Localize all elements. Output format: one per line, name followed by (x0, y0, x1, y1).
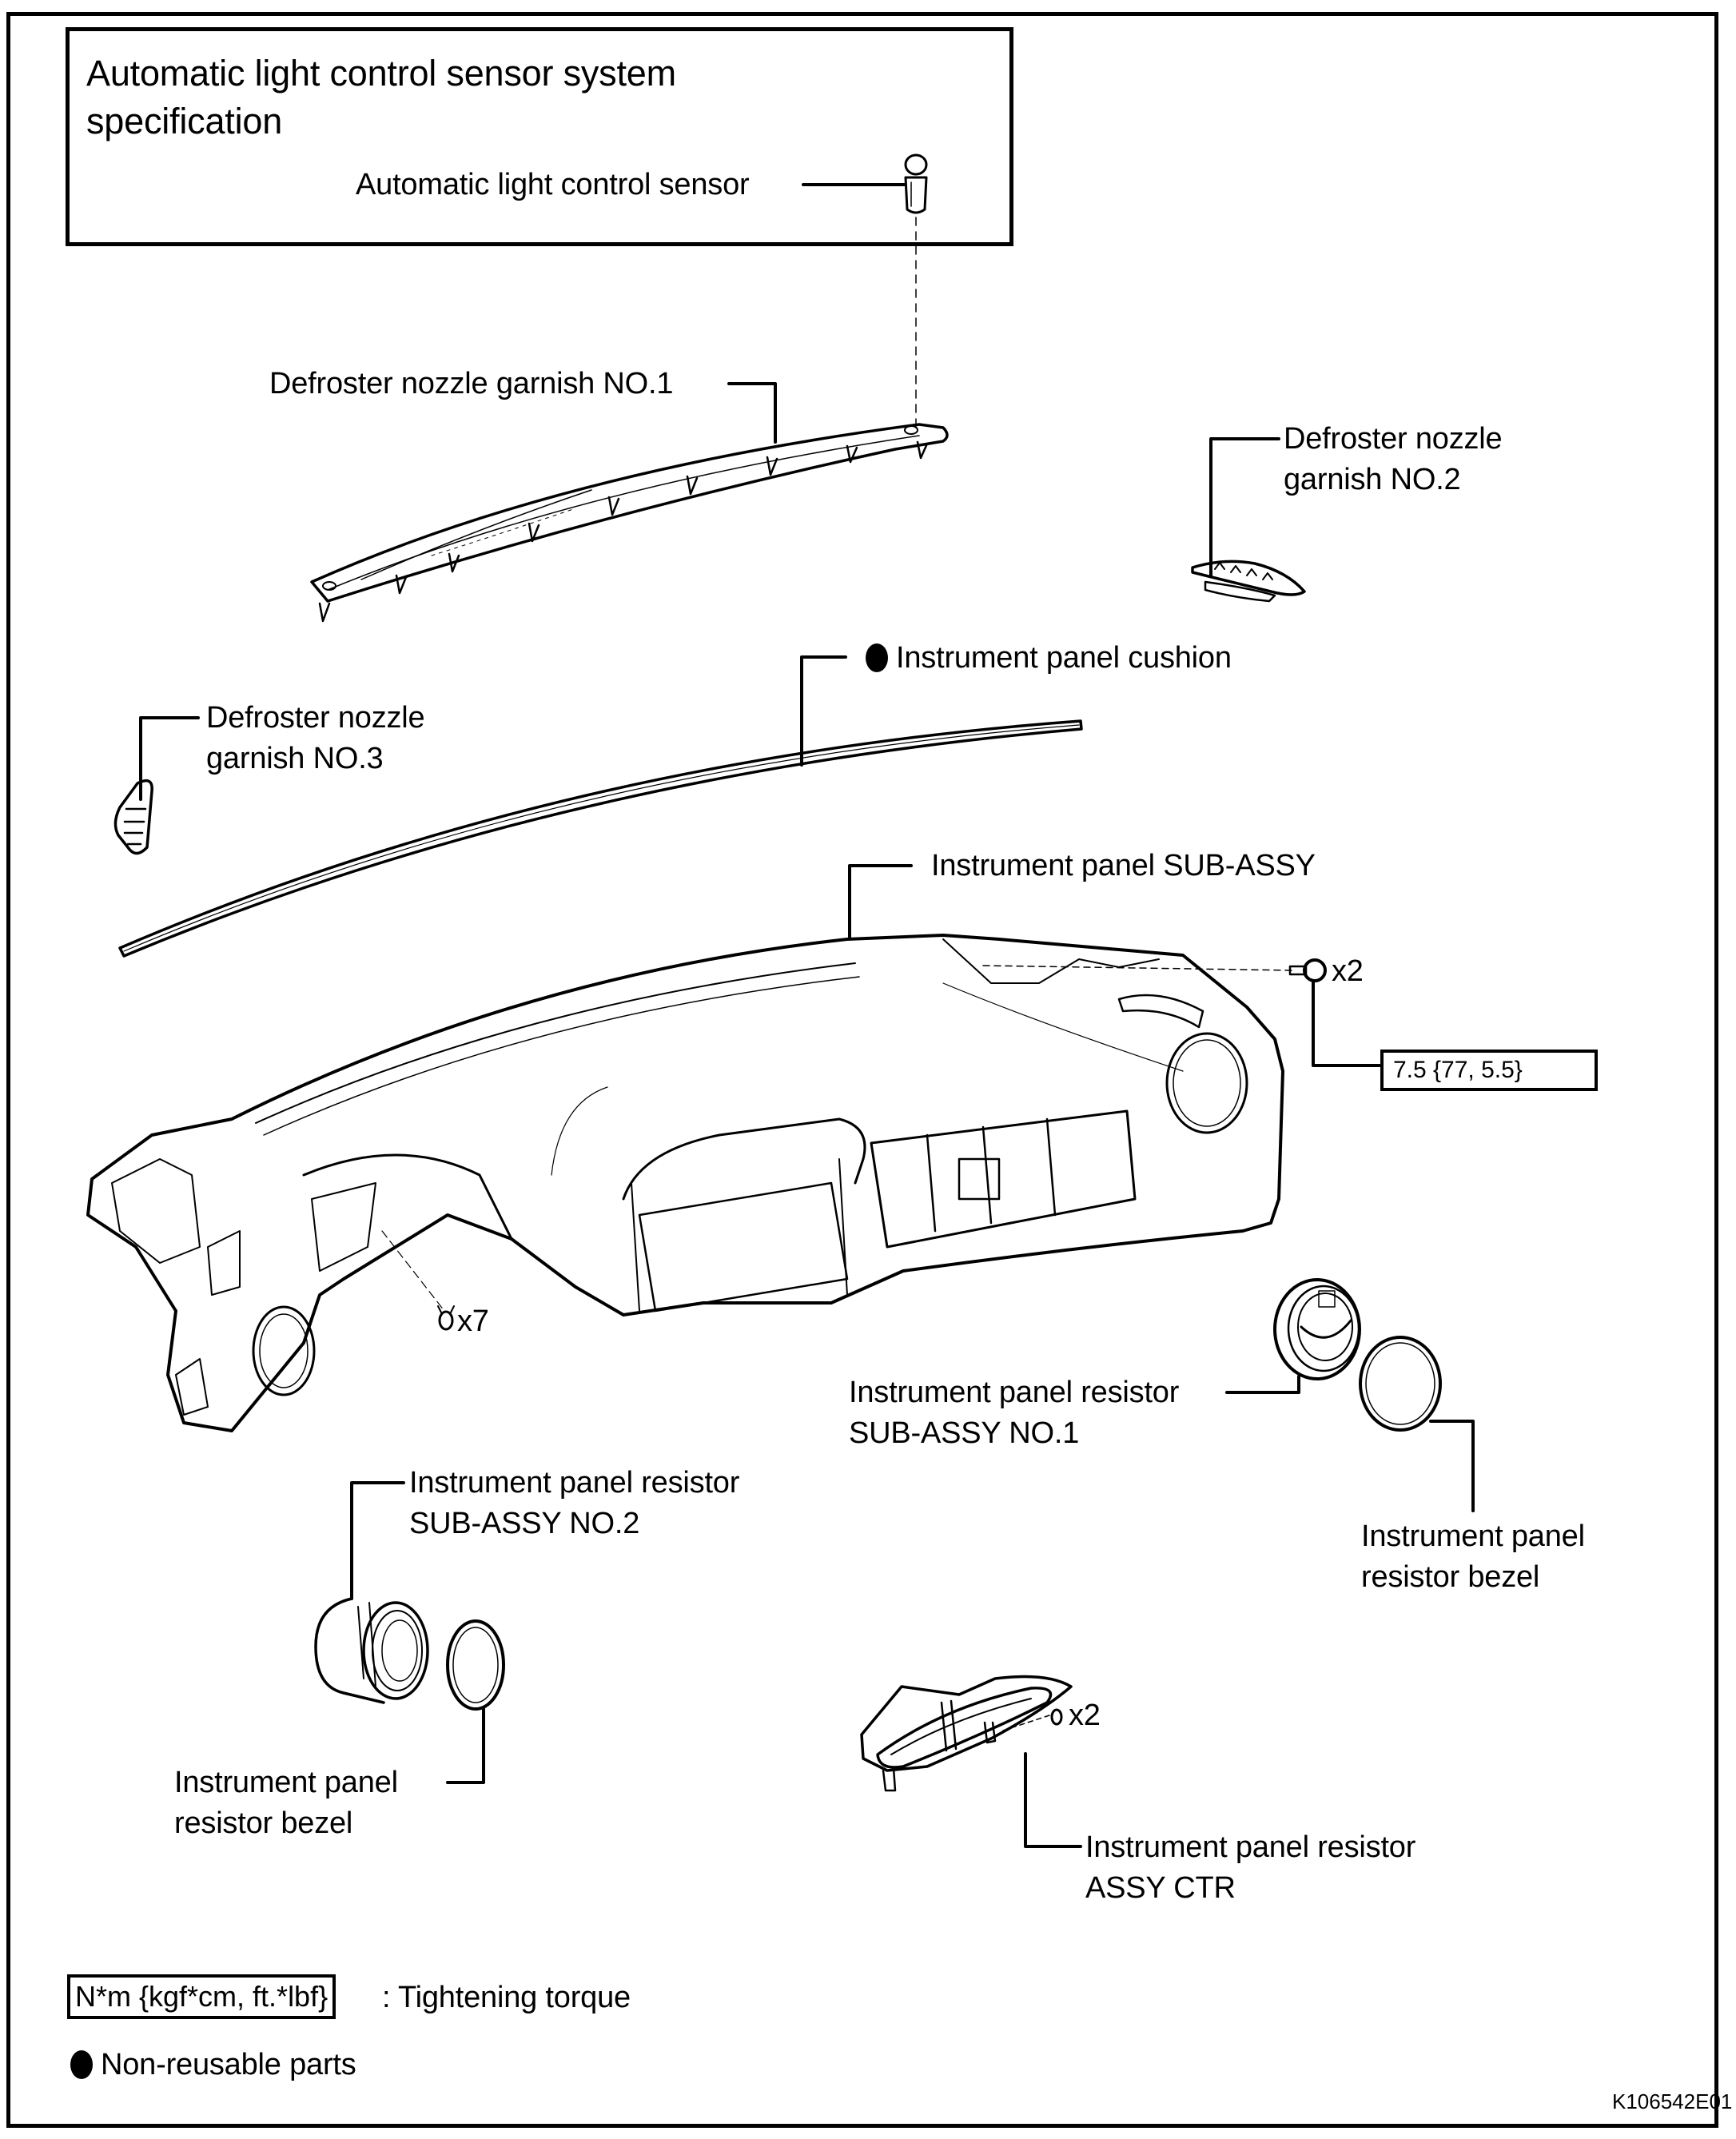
label-defroster-garnish-no1: Defroster nozzle garnish NO.1 (269, 367, 674, 400)
sensor-spec-box (66, 27, 1013, 246)
label-ctr-screw-qty: x2 (1069, 1699, 1101, 1732)
defroster-garnish-no3-part (113, 716, 200, 855)
label-defroster-garnish-no3-line2: garnish NO.3 (206, 742, 384, 775)
resistor-ctr-part (860, 1675, 1082, 1848)
label-defroster-garnish-no3-line1: Defroster nozzle (206, 701, 425, 735)
resistor-no2-part (314, 1481, 429, 1704)
torque-spec-box: 7.5 {77, 5.5} (1380, 1050, 1598, 1091)
label-instrument-panel-sub-assy: Instrument panel SUB-ASSY (931, 849, 1316, 882)
panel-screw (437, 1305, 455, 1331)
label-resistor-no2-line1: Instrument panel resistor (409, 1466, 740, 1500)
non-reusable-dot-icon (866, 643, 888, 672)
light-control-sensor-part (802, 153, 928, 428)
legend-torque-units-box: N*m {kgf*cm, ft.*lbf} (67, 1974, 336, 2019)
spec-title-line2: specification (86, 101, 283, 141)
label-light-control-sensor: Automatic light control sensor (356, 168, 750, 201)
instrument-panel-cushion-part (118, 655, 1083, 958)
diagram-frame (6, 12, 1718, 2128)
instrument-panel-sub-assy-part (86, 864, 1294, 1432)
resistor-bezel-right-part (1359, 1336, 1475, 1512)
figure-code: K106542E01 (1612, 2089, 1733, 2113)
label-bezel-left-line1: Instrument panel (174, 1766, 398, 1799)
defroster-garnish-no1-part (310, 382, 949, 623)
label-resistor-ctr-line2: ASSY CTR (1085, 1871, 1236, 1905)
label-resistor-ctr-line1: Instrument panel resistor (1085, 1830, 1416, 1864)
resistor-no1-part (1225, 1278, 1361, 1394)
cushion-text: Instrument panel cushion (896, 641, 1232, 675)
resistor-bezel-left-part (446, 1619, 505, 1784)
label-bezel-left-line2: resistor bezel (174, 1806, 353, 1840)
label-panel-bolt-qty: x2 (1332, 954, 1364, 988)
label-panel-screw-qty: x7 (457, 1305, 489, 1338)
label-resistor-no2-line2: SUB-ASSY NO.2 (409, 1507, 640, 1540)
non-reusable-dot-icon (70, 2050, 93, 2079)
label-resistor-no1-line2: SUB-ASSY NO.1 (849, 1416, 1080, 1450)
legend-non-reusable-text: Non-reusable parts (101, 2048, 356, 2081)
spec-title-line1: Automatic light control sensor system (86, 53, 676, 94)
label-bezel-right-line1: Instrument panel (1361, 1520, 1585, 1553)
panel-bolt (1288, 958, 1381, 1067)
label-defroster-garnish-no2-line2: garnish NO.2 (1284, 463, 1461, 496)
legend-non-reusable: Non-reusable parts (70, 2045, 356, 2085)
legend-torque-desc: : Tightening torque (382, 1981, 631, 2014)
label-bezel-right-line2: resistor bezel (1361, 1560, 1540, 1594)
defroster-garnish-no2-part (1191, 437, 1306, 603)
label-defroster-garnish-no2-line1: Defroster nozzle (1284, 422, 1503, 456)
label-resistor-no1-line1: Instrument panel resistor (849, 1376, 1180, 1409)
label-instrument-panel-cushion: Instrument panel cushion (866, 638, 1232, 678)
